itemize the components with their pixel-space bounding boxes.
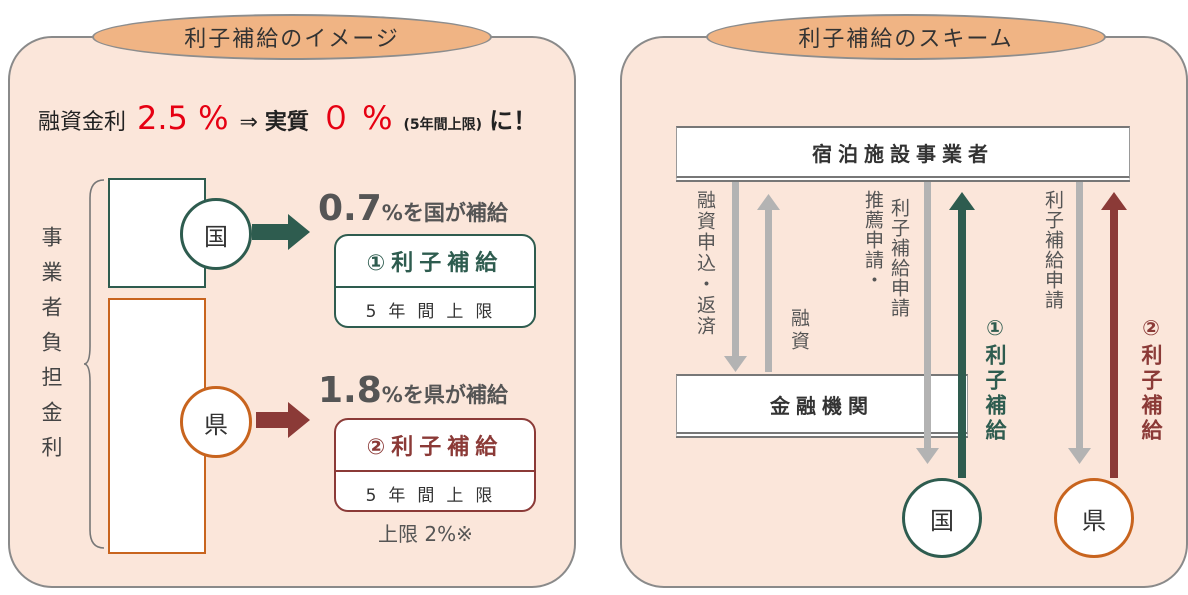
kuni-subsidy-arrow	[949, 192, 975, 478]
kuni-coin-icon: 国	[180, 198, 252, 270]
rate-after: ０ %	[319, 99, 393, 137]
right-panel-title: 利子補給のスキーム	[706, 14, 1106, 60]
operator-label: 宿泊施設事業者	[812, 141, 994, 166]
headline-note: (5年間上限)	[403, 117, 483, 133]
headline-mid: 実質	[264, 110, 309, 135]
ken-subsidy-box: ②利子補給 5年間上限	[334, 418, 536, 512]
label-subsidy-apply-ken: 利子補給申請	[1042, 190, 1064, 310]
bank-box: 金融機関	[676, 374, 968, 438]
kuni-box-title: ①利子補給	[366, 251, 504, 276]
burden-label: 事業者負担金利	[39, 226, 63, 471]
kuni-rate: 0.7%を国が補給	[318, 188, 508, 229]
left-panel-title: 利子補給のイメージ	[92, 14, 492, 60]
bank-label: 金融機関	[770, 393, 874, 418]
label-ken-subsidy: ②利子補給	[1139, 316, 1163, 444]
ken-coin-label: 県	[204, 410, 228, 439]
kuni-box-sub: 5年間上限	[336, 286, 534, 326]
cap-note: 上限 2%※	[378, 522, 473, 546]
ken-coin-icon: 県	[180, 386, 252, 458]
ken-rate-suffix: %を県が補給	[381, 383, 508, 407]
label-subsidy-apply-kuni: 利子補給申請	[888, 198, 910, 318]
kuni-rate-value: 0.7	[318, 188, 382, 229]
brace-icon	[83, 179, 105, 549]
kuni-subsidy-box: ①利子補給 5年間上限	[334, 234, 536, 328]
headline: 融資金利 2.5 % ⇒ 実質 ０ % (5年間上限) に！	[38, 93, 537, 139]
ken-box-sub: 5年間上限	[336, 470, 534, 510]
label-kuni-subsidy: ①利子補給	[983, 316, 1007, 444]
scheme-ken-coin-icon: 県	[1054, 478, 1134, 558]
right-title-text: 利子補給のスキーム	[798, 27, 1014, 52]
scheme-kuni-label: 国	[930, 506, 954, 535]
ken-subsidy-arrow	[1101, 192, 1127, 478]
ken-box-title: ②利子補給	[366, 435, 504, 460]
ken-arrow-icon	[256, 402, 310, 438]
kuni-rate-suffix: %を国が補給	[381, 201, 508, 225]
ken-rate-value: 1.8	[318, 370, 382, 411]
operator-box: 宿泊施設事業者	[676, 126, 1130, 182]
kuni-arrow-icon	[252, 214, 310, 250]
label-recommend: 推薦申請・	[862, 190, 884, 290]
rate-before: 2.5 %	[137, 99, 229, 137]
scheme-ken-label: 県	[1082, 506, 1106, 535]
headline-prefix: 融資金利	[38, 110, 127, 135]
label-loan: 融資	[788, 308, 810, 354]
ken-rate: 1.8%を県が補給	[318, 370, 508, 411]
label-loan-apply: 融資申込・返済	[694, 190, 716, 337]
left-title-text: 利子補給のイメージ	[184, 27, 400, 52]
headline-suffix: に！	[489, 107, 538, 135]
headline-arrow: ⇒	[239, 110, 258, 135]
scheme-arrows	[724, 182, 1127, 478]
kuni-coin-label: 国	[204, 222, 228, 251]
scheme-kuni-coin-icon: 国	[902, 478, 982, 558]
